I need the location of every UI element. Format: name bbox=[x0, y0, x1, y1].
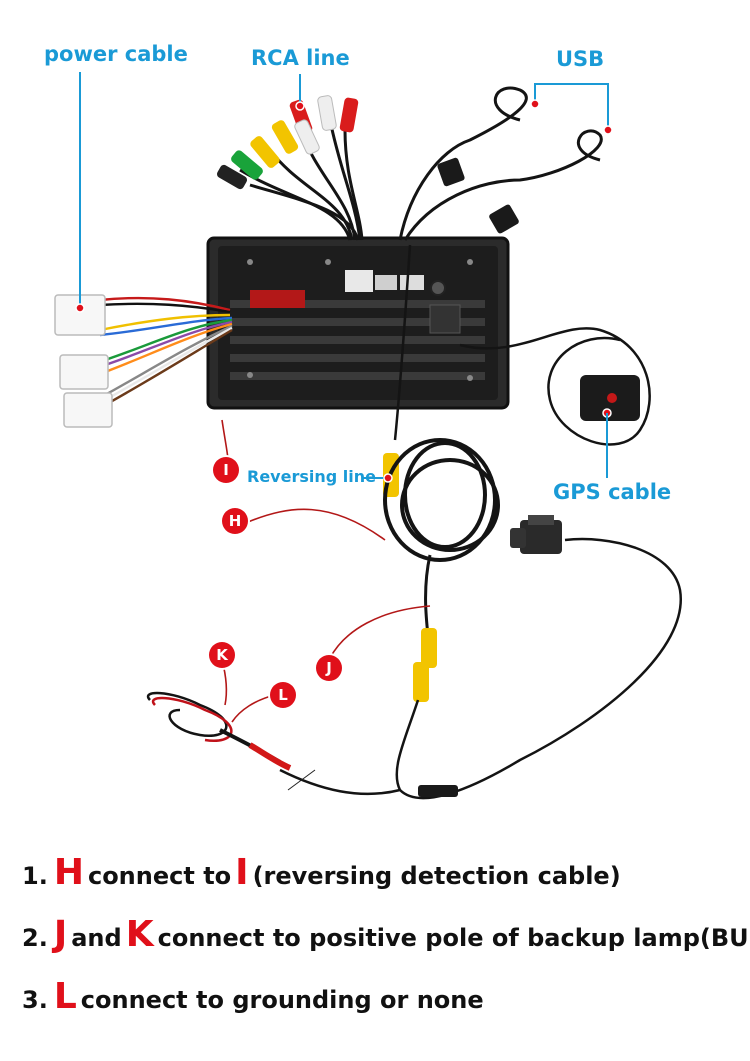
gps-cable-label: GPS cable bbox=[553, 480, 672, 504]
badge-l: L bbox=[270, 682, 296, 708]
letter-h: H bbox=[53, 852, 84, 893]
usb-label: USB bbox=[556, 47, 605, 71]
letter-j: J bbox=[53, 914, 68, 955]
wiring-illustration bbox=[54, 72, 682, 800]
badge-k: K bbox=[209, 642, 235, 668]
instruction-text: and bbox=[71, 924, 122, 952]
instruction-number: 1. bbox=[22, 862, 48, 890]
head-unit-back bbox=[206, 236, 510, 410]
rca-plugs bbox=[216, 95, 359, 190]
letter-k: K bbox=[125, 914, 154, 955]
instructions: 1. H connect to I (reversing detection c… bbox=[22, 852, 750, 1038]
power-harness bbox=[99, 296, 233, 407]
instruction-text: connect to bbox=[87, 862, 232, 890]
lamp-wire-pair bbox=[146, 691, 316, 791]
power-connectors bbox=[54, 294, 113, 428]
badge-i: I bbox=[213, 457, 239, 483]
instruction-number: 3. bbox=[22, 986, 48, 1014]
reversing-line-label: Reversing line bbox=[247, 467, 376, 486]
rca-line-label: RCA line bbox=[251, 46, 350, 70]
badge-j: J bbox=[316, 655, 342, 681]
badge-h: H bbox=[222, 508, 248, 534]
letter-i: I bbox=[235, 852, 249, 893]
instruction-number: 2. bbox=[22, 924, 48, 952]
rca-cables bbox=[239, 119, 364, 241]
instruction-3: 3. L connect to grounding or none bbox=[22, 976, 737, 1038]
wiring-diagram: power cable RCA line USB Reversing line … bbox=[44, 42, 682, 800]
instruction-text: connect to grounding or none bbox=[80, 986, 484, 1014]
backup-camera bbox=[510, 515, 562, 554]
usb-plugs bbox=[437, 157, 519, 234]
instruction-text: connect to positive pole of backup lamp(… bbox=[157, 924, 750, 952]
gps-antenna bbox=[459, 327, 651, 478]
instruction-1: 1. H connect to I (reversing detection c… bbox=[22, 852, 737, 914]
power-cable-label: power cable bbox=[44, 42, 188, 66]
instruction-text: (reversing detection cable) bbox=[252, 862, 621, 890]
letter-l: L bbox=[53, 976, 77, 1017]
instruction-2: 2. J and K connect to positive pole of b… bbox=[22, 914, 750, 976]
usb-cables bbox=[398, 86, 603, 241]
reversing-cable bbox=[279, 244, 682, 800]
